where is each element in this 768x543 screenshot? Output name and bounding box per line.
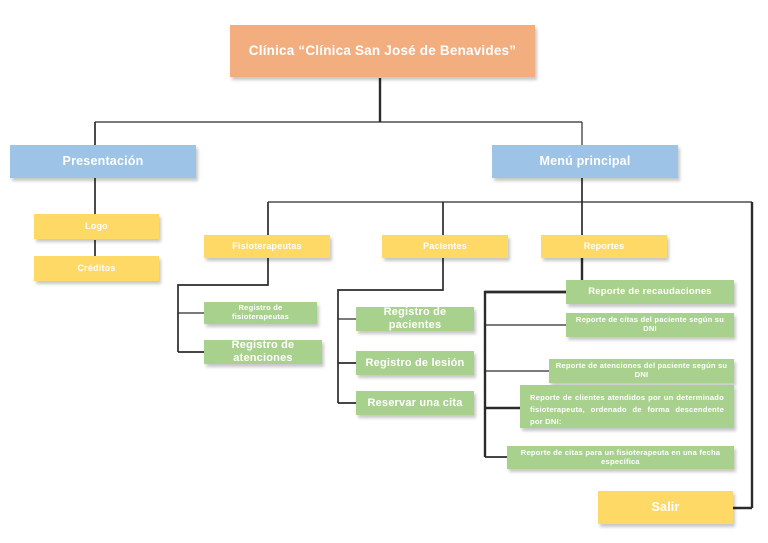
- node-registro-atenciones[interactable]: Registro de atenciones: [204, 339, 322, 364]
- node-reporte-clientes-atendidos[interactable]: Reporte de clientes atendidos por un det…: [520, 385, 734, 428]
- node-reporte-atenciones-dni[interactable]: Reporte de atenciones del paciente según…: [549, 359, 734, 383]
- node-registro-pacientes[interactable]: Registro de pacientes: [356, 306, 474, 331]
- node-creditos[interactable]: Créditos: [34, 256, 159, 281]
- node-registro-fisioterapeutas[interactable]: Registro de fisioterapeutas: [204, 302, 317, 324]
- node-menu-principal[interactable]: Menú principal: [492, 145, 678, 178]
- node-pacientes[interactable]: Pacientes: [382, 235, 508, 258]
- node-logo[interactable]: Logo: [34, 214, 159, 239]
- node-fisioterapeutas[interactable]: Fisioterapeutas: [204, 235, 330, 258]
- node-reportes[interactable]: Reportes: [541, 235, 667, 258]
- node-registro-lesion[interactable]: Registro de lesión: [356, 351, 474, 375]
- node-reporte-clientes-atendidos-line2: fisioterapeuta, ordenado de forma descen…: [530, 404, 724, 426]
- node-reporte-recaudaciones[interactable]: Reporte de recaudaciones: [566, 280, 734, 304]
- node-reservar-cita[interactable]: Reservar una cita: [356, 391, 474, 415]
- node-reporte-citas-fecha[interactable]: Reporte de citas para un fisioterapeuta …: [507, 446, 734, 469]
- node-reporte-clientes-atendidos-line1: Reporte de clientes atendidos por un det…: [530, 393, 724, 402]
- node-reporte-citas-dni[interactable]: Reporte de citas del paciente según su D…: [566, 313, 734, 337]
- node-root-clinica[interactable]: Clínica “Clínica San José de Benavides”: [230, 25, 535, 77]
- node-presentacion[interactable]: Presentación: [10, 145, 196, 178]
- node-salir[interactable]: Salir: [598, 491, 733, 524]
